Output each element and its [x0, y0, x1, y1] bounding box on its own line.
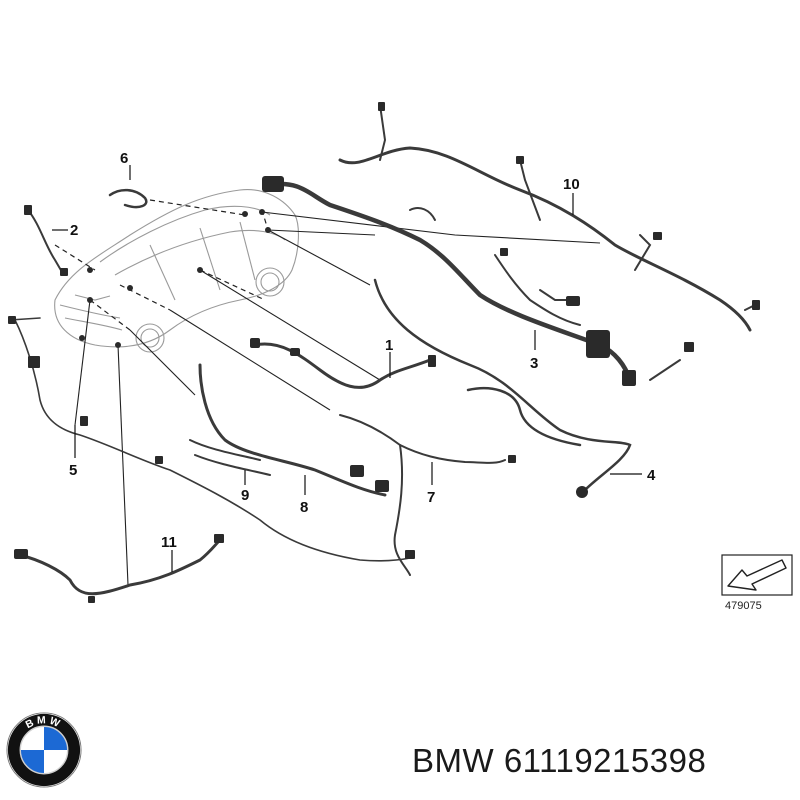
- solid-leaders: [74, 211, 601, 586]
- callout-1: 1: [385, 337, 393, 354]
- callout-11: 11: [161, 534, 177, 551]
- reference-box: 479075: [721, 554, 793, 612]
- connectors: [8, 102, 760, 603]
- callout-7: 7: [427, 489, 435, 506]
- callout-6: 6: [120, 150, 128, 167]
- svg-text:BMW: BMW: [24, 715, 64, 731]
- callout-numbers: 1 2 3 4 5 6 7 8 9 10 11: [69, 150, 656, 551]
- callout-5: 5: [69, 462, 77, 479]
- callout-4: 4: [647, 467, 656, 484]
- bmw-logo-icon: BMW: [6, 712, 82, 788]
- dashed-leaders: [54, 199, 269, 331]
- car-outline: [54, 189, 299, 353]
- callout-8: 8: [300, 499, 308, 516]
- reference-arrow-icon: [727, 559, 787, 591]
- callout-leaders: [52, 165, 642, 572]
- wire-harnesses: [9, 104, 756, 596]
- callout-9: 9: [241, 487, 249, 504]
- callout-3: 3: [530, 355, 538, 372]
- callout-10: 10: [563, 176, 580, 193]
- reference-number: 479075: [725, 600, 762, 612]
- callout-2: 2: [70, 222, 78, 239]
- part-number-caption: BMW 61119215398: [412, 742, 707, 779]
